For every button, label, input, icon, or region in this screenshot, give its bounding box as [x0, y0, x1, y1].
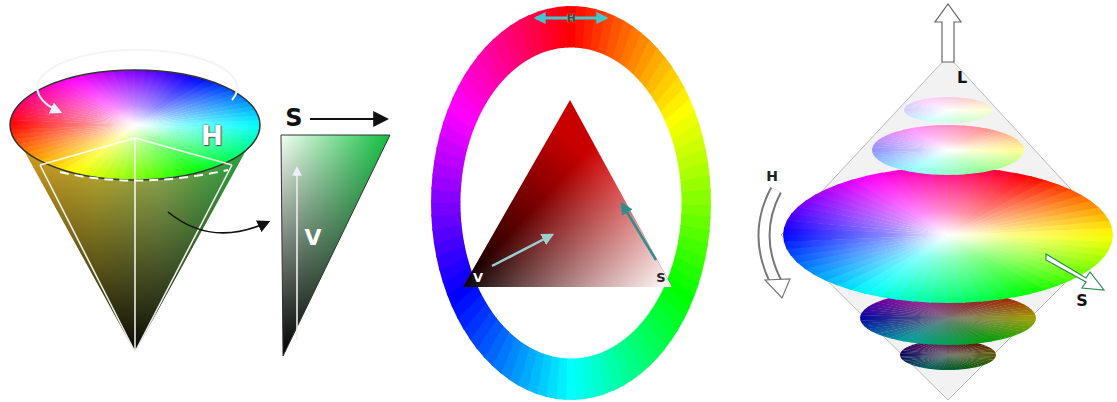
hsl-double-cone	[764, 4, 1113, 400]
hue-label: H	[566, 13, 575, 24]
hue-segment	[681, 189, 711, 205]
value-label: V	[473, 271, 483, 284]
value-saturation-triangle	[281, 119, 390, 356]
lightness-slice	[904, 97, 992, 123]
hsv-cone	[10, 50, 268, 352]
lightness-slice	[783, 167, 1113, 303]
saturation-label: S	[285, 106, 302, 130]
hue-segment	[431, 201, 461, 217]
slice-shading	[872, 125, 1024, 175]
lightness-slice	[872, 125, 1024, 175]
lightness-label: L	[957, 70, 967, 86]
hue-label: H	[201, 123, 223, 149]
slice-shading	[783, 167, 1113, 303]
value-label: V	[304, 227, 321, 249]
saturation-label: S	[1076, 293, 1088, 309]
slice-shading	[904, 97, 992, 123]
hue-ring-triangle	[431, 6, 711, 400]
hue-label: H	[766, 169, 778, 183]
saturation-label: S	[656, 271, 665, 284]
